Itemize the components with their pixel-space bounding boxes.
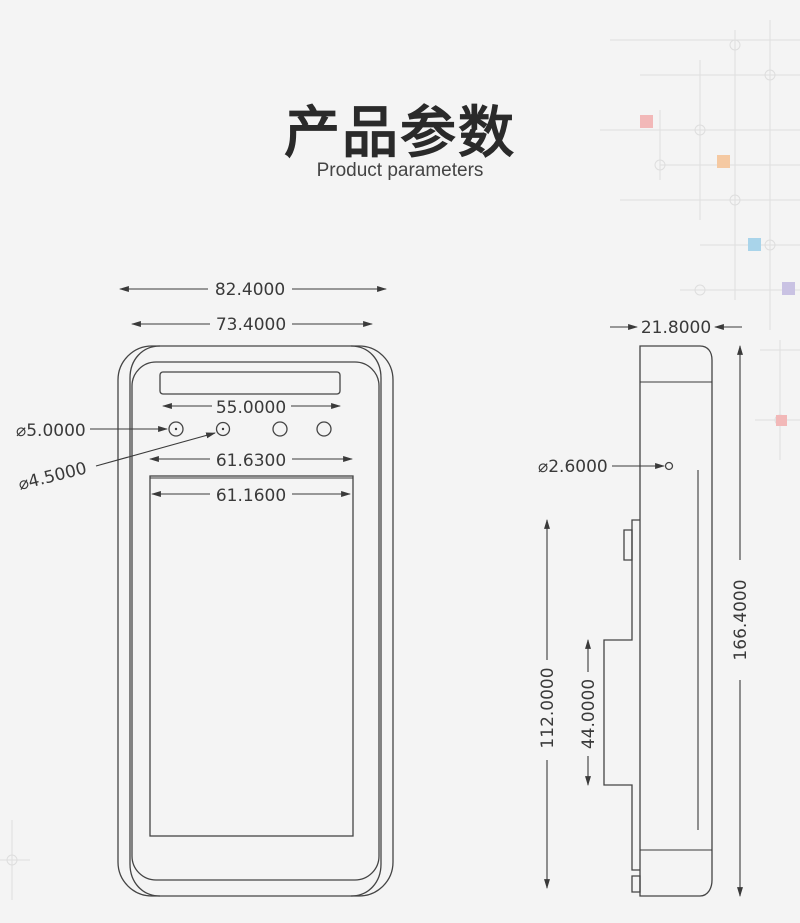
device-inner-panel (131, 361, 380, 881)
camera-hole-2 (215, 421, 231, 437)
dim-screen-outer-width: 61.6300 (216, 451, 286, 471)
dim-holes-span: 55.0000 (216, 398, 286, 418)
dim-hole-small-dia: ⌀4.5000 (16, 459, 88, 495)
dim-side-hole-dia: ⌀2.6000 (538, 457, 608, 477)
side-hole (664, 461, 674, 471)
side-mount-bracket (603, 519, 640, 871)
dim-hole-large-dia: ⌀5.0000 (16, 421, 86, 441)
dim-inner-width: 73.4000 (216, 315, 286, 335)
side-view: 21.8000 ⌀2.6000 166.4000 112.0000 44.000… (538, 318, 751, 897)
device-inner-bezel (129, 345, 382, 897)
camera-hole-1 (168, 421, 184, 437)
device-outer-outline (117, 345, 394, 897)
camera-hole-3 (272, 421, 288, 437)
dim-overall-height: 166.4000 (731, 579, 751, 660)
camera-hole-4 (316, 421, 332, 437)
page-title: 产品参数 (284, 101, 516, 166)
dim-overall-width: 82.4000 (215, 280, 285, 300)
sensor-window (159, 371, 341, 395)
dim-screen-inner-width: 61.1600 (216, 486, 286, 506)
screen-outline (149, 475, 354, 837)
dim-depth: 21.8000 (641, 318, 711, 338)
page-subtitle: Product parameters (316, 160, 484, 181)
side-profile-outline (639, 345, 713, 897)
dim-mount-height: 112.0000 (538, 667, 558, 748)
dim-bracket-height: 44.0000 (579, 679, 599, 749)
front-view: 82.4000 73.4000 55.0000 ⌀5.0000 ⌀4.5000 … (16, 280, 394, 897)
